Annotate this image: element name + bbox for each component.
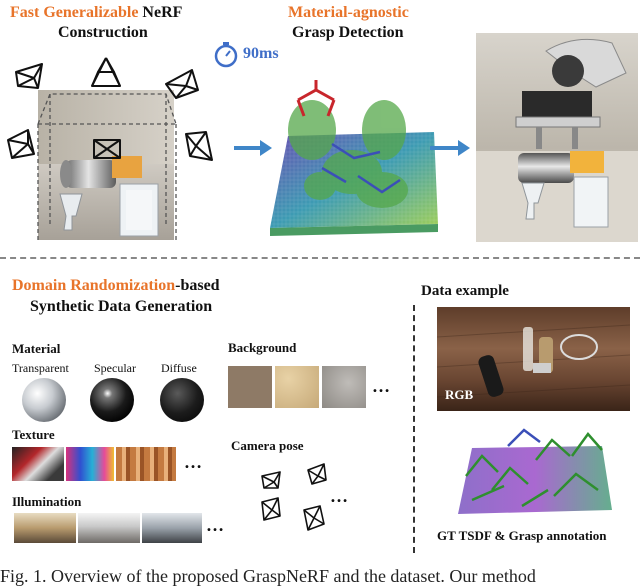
metal-can <box>66 160 116 188</box>
camera-frustum-icon <box>261 497 281 521</box>
texture-swatch <box>116 447 176 481</box>
vertical-divider <box>413 305 415 553</box>
bounding-box <box>37 93 177 240</box>
camera-pose-heading: Camera pose <box>231 438 304 453</box>
background-swatch <box>228 366 272 408</box>
camera-frustum-icon <box>93 139 121 159</box>
camera-frustum-icon <box>303 505 325 531</box>
section-divider <box>0 257 640 259</box>
background-ellipsis: … <box>372 376 391 396</box>
material-label-specular: Specular <box>94 361 136 375</box>
dr-title: Domain Randomization-based <box>12 276 220 296</box>
orange-block <box>570 151 604 173</box>
metal-can <box>518 153 574 183</box>
camera-frustum-icon <box>91 57 121 87</box>
point-cloud <box>288 100 408 208</box>
texture-ellipsis: … <box>184 452 203 472</box>
best-grasp-icon <box>296 80 336 117</box>
robot-gripper <box>522 91 592 119</box>
camera-pose-ellipsis: … <box>330 486 349 506</box>
background-heading: Background <box>228 340 297 355</box>
robot-arm <box>545 38 627 88</box>
stopwatch-icon <box>214 42 238 68</box>
texture-swatch <box>12 447 64 481</box>
nerf-title: Fast Generalizable NeRF <box>10 3 182 23</box>
grasp-title: Material-agnostic <box>288 3 409 23</box>
robot-photo <box>476 33 638 242</box>
gt-tsdf-visualization <box>458 428 612 514</box>
arrow-right-icon <box>430 140 470 156</box>
illumination-swatch <box>142 513 202 543</box>
illumination-swatch <box>14 513 76 543</box>
figure-caption: Fig. 1. Overview of the proposed GraspNe… <box>0 566 536 586</box>
black-bottle <box>478 355 504 397</box>
material-label-diffuse: Diffuse <box>161 361 197 375</box>
nerf-title-highlight: Fast Generalizable <box>10 4 139 21</box>
rgb-label: RGB <box>445 387 474 402</box>
nerf-title-line2: Construction <box>58 24 148 41</box>
dr-title-line2: Synthetic Data Generation <box>30 298 213 315</box>
camera-frustum-icon <box>185 131 213 161</box>
nerf-title-rest: NeRF <box>138 4 183 21</box>
nerf-scene-panel <box>7 57 213 240</box>
arrow-right-icon <box>234 140 272 156</box>
material-heading: Material <box>12 341 61 356</box>
grasp-annotations <box>465 431 603 508</box>
glass-bowl <box>560 334 598 360</box>
camera-frustum-icon <box>165 69 199 99</box>
texture-swatch <box>66 447 114 481</box>
rgb-example-image: RGB <box>437 307 630 411</box>
glass-block <box>573 176 609 228</box>
illumination-heading: Illumination <box>12 494 82 509</box>
camera-frustum-icon <box>261 471 281 489</box>
tsdf-grasp-visualization <box>270 80 438 236</box>
orange-block <box>112 156 142 178</box>
camera-frustum-icon <box>307 463 327 485</box>
gt-label: GT TSDF & Grasp annotation <box>437 528 607 543</box>
material-spheres <box>22 378 204 422</box>
diffuse-sphere <box>160 378 204 422</box>
camera-poses <box>261 463 327 531</box>
illumination-ellipsis: … <box>206 515 225 535</box>
dr-title-highlight: Domain Randomization <box>12 277 176 294</box>
camera-frustum-icon <box>15 63 43 89</box>
grasp-poses <box>321 142 401 194</box>
grasp-title-line2: Grasp Detection <box>292 24 404 41</box>
background-swatch <box>275 366 319 408</box>
material-label-transparent: Transparent <box>12 361 69 375</box>
camera-frustum-icon <box>7 129 35 159</box>
specular-sphere <box>90 378 134 422</box>
background-swatch <box>322 366 366 408</box>
transparent-sphere <box>22 378 66 422</box>
grasp-title-highlight: Material-agnostic <box>288 4 409 21</box>
timer-value: 90ms <box>243 45 279 62</box>
dr-title-rest: -based <box>175 277 220 294</box>
data-example-heading: Data example <box>421 283 509 299</box>
glass <box>59 193 83 231</box>
illumination-swatch <box>78 513 140 543</box>
texture-heading: Texture <box>12 427 55 442</box>
